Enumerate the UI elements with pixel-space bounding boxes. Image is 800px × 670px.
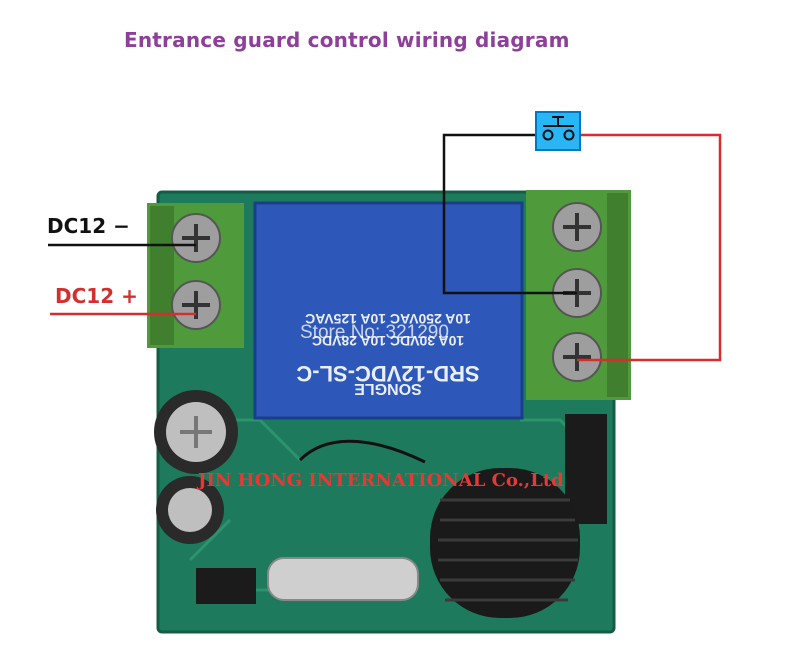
negative-sign: −	[113, 214, 130, 238]
capacitor-large	[154, 390, 238, 474]
store-watermark: Store No: 321290	[300, 322, 449, 343]
screw-terminal-icon	[552, 202, 602, 252]
relay-markings: SRD-12VDC-SL-C 10A 30VDC 10A 28VDC 10A 2…	[296, 311, 479, 397]
screw-terminal-icon	[552, 332, 602, 382]
relay-rating-2: 10A 250VAC 10A 125VAC	[305, 311, 471, 327]
crystal-oscillator	[267, 557, 419, 601]
dc12-positive-label: DC12 +	[55, 284, 138, 308]
antenna-coil	[430, 468, 580, 618]
relay	[255, 203, 522, 418]
antenna-wire	[298, 439, 426, 464]
dc12-negative-label: DC12 −	[47, 214, 130, 238]
switch-wire-red	[577, 133, 722, 362]
relay-model-text: SRD-12VDC-SL-C	[296, 361, 479, 386]
diagram-title: Entrance guard control wiring diagram	[124, 28, 570, 52]
screw-terminal-icon	[171, 213, 221, 263]
relay-rating-1: 10A 30VDC 10A 28VDC	[312, 333, 464, 349]
capacitor-small	[156, 476, 224, 544]
relay-brand: SONGLE	[354, 380, 422, 397]
screw-terminal-icon	[171, 280, 221, 330]
pin-header	[196, 568, 256, 604]
push-button-switch-icon	[535, 111, 581, 151]
dc12-negative-text: DC12	[47, 214, 107, 238]
company-watermark: JIN HONG INTERNATIONAL Co.,Ltd	[198, 470, 564, 491]
switch-wire-black	[442, 133, 577, 295]
